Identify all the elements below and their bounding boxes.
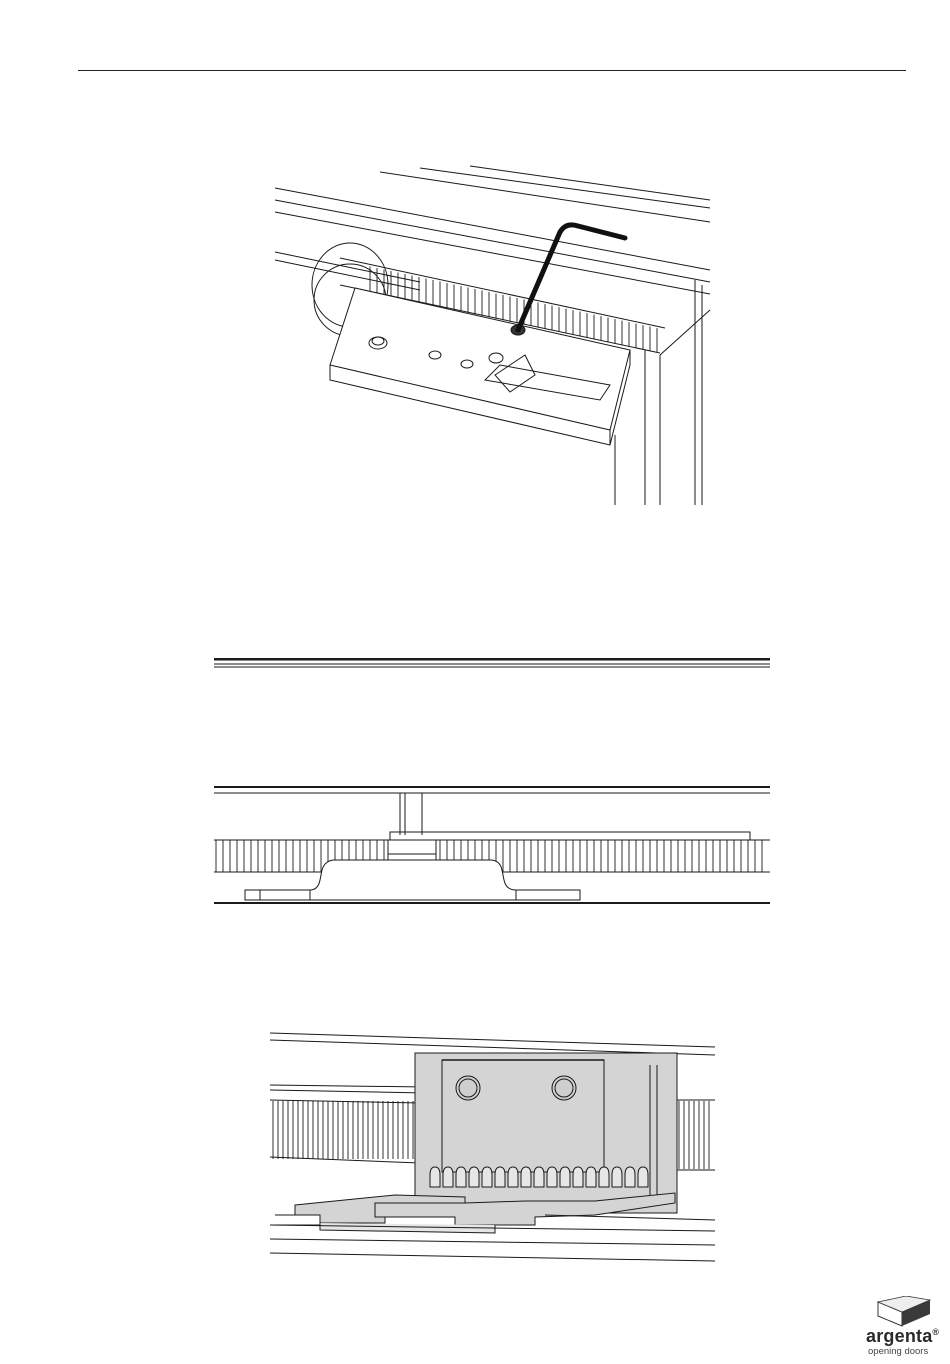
argenta-logo: argenta® opening doors: [862, 1296, 946, 1360]
figure-rack-front-view: [210, 650, 775, 910]
figure-hex-key-adjustment: [270, 160, 720, 510]
figure-carriage-bracket: [265, 1025, 720, 1265]
brand-tagline: opening doors: [868, 1346, 928, 1357]
argenta-logo-mark-icon: [874, 1296, 934, 1328]
header-rule: [78, 70, 906, 71]
brand-name: argenta®: [866, 1326, 939, 1347]
